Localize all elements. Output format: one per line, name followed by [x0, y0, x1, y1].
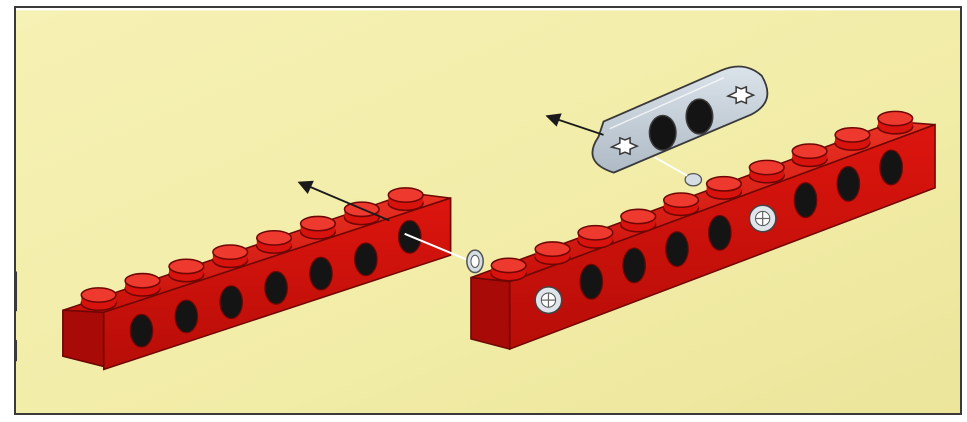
stud — [878, 111, 913, 133]
assembly-scene — [16, 8, 962, 415]
hole — [880, 150, 902, 185]
stud — [491, 258, 526, 280]
stud — [388, 188, 423, 210]
stud — [125, 274, 160, 296]
stud — [257, 231, 292, 253]
stud — [301, 216, 336, 238]
hole — [623, 248, 645, 283]
stud — [621, 209, 656, 231]
hole — [265, 272, 287, 305]
inserted-pin — [749, 205, 776, 232]
stud — [835, 128, 870, 150]
hole — [709, 215, 731, 250]
stud — [213, 245, 248, 267]
hole — [837, 166, 859, 201]
stud — [707, 177, 742, 199]
stud — [578, 226, 613, 248]
beam-round-hole — [649, 115, 676, 150]
hole — [310, 257, 332, 290]
hole — [175, 300, 197, 333]
left-brick-end-face — [63, 310, 104, 366]
beam-pin — [685, 174, 701, 186]
instruction-panel — [14, 6, 962, 415]
inserted-pin — [535, 287, 562, 314]
hole — [130, 314, 152, 347]
right-brick-end-face — [471, 278, 510, 349]
hole — [794, 183, 816, 218]
stud — [169, 259, 204, 281]
beam-round-hole — [686, 99, 713, 134]
stud — [81, 288, 116, 310]
hole — [666, 232, 688, 267]
hole — [580, 264, 602, 299]
stud — [664, 193, 699, 215]
hole — [220, 286, 242, 319]
connector-pin — [467, 250, 483, 272]
stud — [792, 144, 827, 166]
stud — [749, 160, 784, 182]
stud — [535, 242, 570, 264]
hole — [355, 243, 377, 276]
